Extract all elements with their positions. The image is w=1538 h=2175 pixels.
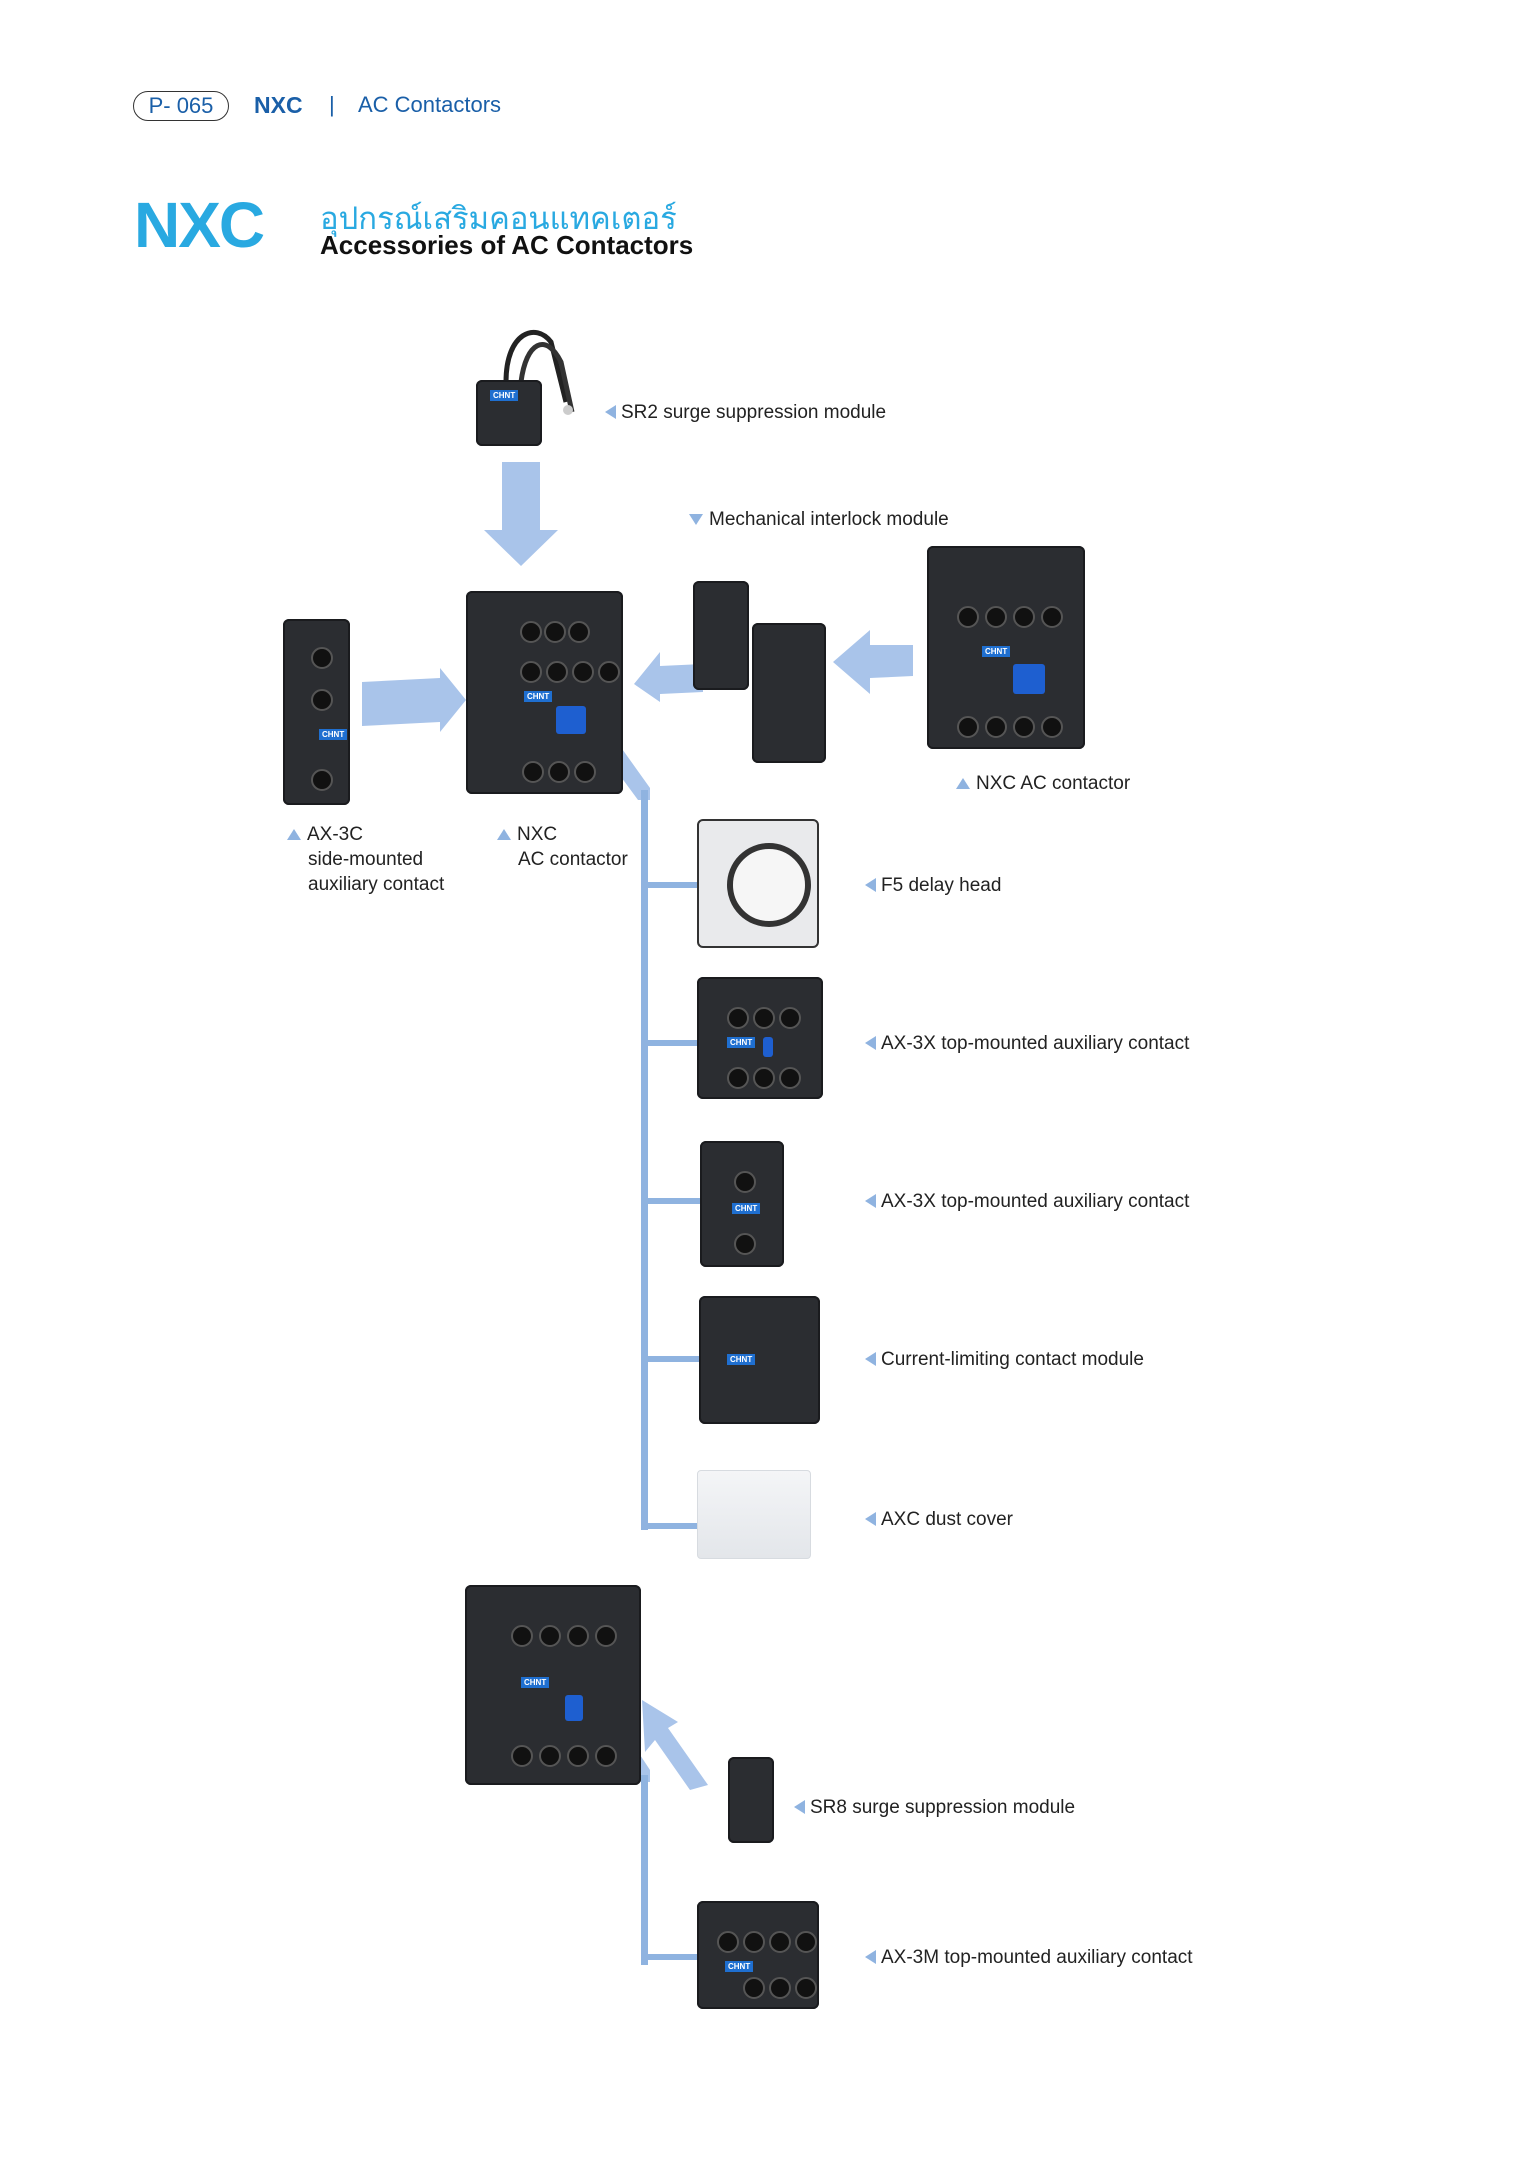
label-text: NXC AC contactor — [976, 773, 1131, 794]
label-text: Mechanical interlock module — [709, 509, 949, 530]
ax3x-2pole-image: CHNT — [700, 1141, 784, 1267]
label-ax3x-a: AX-3X top-mounted auxiliary contact — [865, 1031, 1189, 1056]
label-nxc-main: NXC AC contactor — [497, 822, 628, 872]
vertical-bus-line-2 — [641, 1775, 648, 1965]
header-separator: | — [329, 92, 335, 117]
pointer-icon — [865, 1950, 876, 1964]
label-text: F5 delay head — [881, 875, 1002, 896]
ax3c-side-contact-image: CHNT — [283, 619, 350, 805]
current-limiting-module-image: CHNT — [699, 1296, 820, 1424]
header-section: AC Contactors — [358, 92, 502, 117]
pointer-icon — [865, 1512, 876, 1526]
sr8-module-image — [728, 1757, 774, 1843]
label-ax3x-b: AX-3X top-mounted auxiliary contact — [865, 1189, 1189, 1214]
label-f5: F5 delay head — [865, 873, 1001, 898]
down-arrow — [484, 462, 558, 566]
sr2-module-image: CHNT — [476, 322, 588, 448]
ax3m-contact-image: CHNT — [697, 1901, 819, 2009]
pointer-icon — [497, 829, 511, 840]
label-text: AC contactor — [518, 849, 628, 870]
pointer-icon — [865, 1352, 876, 1366]
left-arrow-interlock — [634, 652, 703, 702]
label-ax3m: AX-3M top-mounted auxiliary contact — [865, 1945, 1193, 1970]
label-text: auxiliary contact — [308, 874, 445, 895]
pointer-icon — [689, 514, 703, 525]
label-text: AX-3X top-mounted auxiliary contact — [881, 1191, 1190, 1212]
ax3x-4pole-image: CHNT — [697, 977, 823, 1099]
right-arrow-aux — [362, 668, 466, 732]
axc-dust-cover-image — [697, 1470, 811, 1559]
nxc-main-contactor-image: CHNT — [466, 591, 623, 794]
label-sr8: SR8 surge suppression module — [794, 1795, 1075, 1820]
pointer-icon — [605, 405, 616, 419]
label-text: SR2 surge suppression module — [621, 402, 887, 423]
diagonal-arrow-sr8 — [642, 1700, 708, 1790]
vertical-bus-line — [641, 790, 648, 1530]
label-text: NXC — [517, 824, 558, 845]
label-axc: AXC dust cover — [865, 1507, 1013, 1532]
left-arrow-contactor — [833, 630, 913, 694]
pointer-icon — [865, 1036, 876, 1050]
label-current-limiting: Current-limiting contact module — [865, 1347, 1144, 1372]
label-interlock: Mechanical interlock module — [689, 507, 949, 532]
label-sr2: SR2 surge suppression module — [605, 400, 886, 425]
label-text: AXC dust cover — [881, 1509, 1013, 1530]
pointer-icon — [287, 829, 301, 840]
label-text: side-mounted — [308, 849, 424, 870]
label-nxc-right: NXC AC contactor — [956, 771, 1130, 796]
label-text: SR8 surge suppression module — [810, 1797, 1076, 1818]
label-text: AX-3M top-mounted auxiliary contact — [881, 1947, 1193, 1968]
page-number-badge: P- 065 — [133, 91, 229, 121]
f5-delay-head-image — [697, 819, 819, 948]
label-text: Current-limiting contact module — [881, 1349, 1144, 1370]
label-text: AX-3C — [307, 824, 363, 845]
label-text: AX-3X top-mounted auxiliary contact — [881, 1033, 1190, 1054]
pointer-icon — [794, 1800, 805, 1814]
header-series: NXC — [254, 92, 303, 118]
nxc-right-contactor-image: CHNT — [927, 546, 1085, 749]
pointer-icon — [956, 778, 970, 789]
title-english: Accessories of AC Contactors — [320, 230, 694, 260]
pointer-icon — [865, 878, 876, 892]
interlock-piece-2 — [752, 623, 826, 763]
title-thai: อุปกรณ์เสริมคอนแทคเตอร์ — [320, 201, 677, 237]
nxc-mini-contactor-image: CHNT — [465, 1585, 641, 1785]
nxc-logo: NXC — [134, 189, 265, 261]
label-ax3c: AX-3C side-mounted auxiliary contact — [287, 822, 444, 897]
interlock-piece-1 — [693, 581, 749, 690]
pointer-icon — [865, 1194, 876, 1208]
